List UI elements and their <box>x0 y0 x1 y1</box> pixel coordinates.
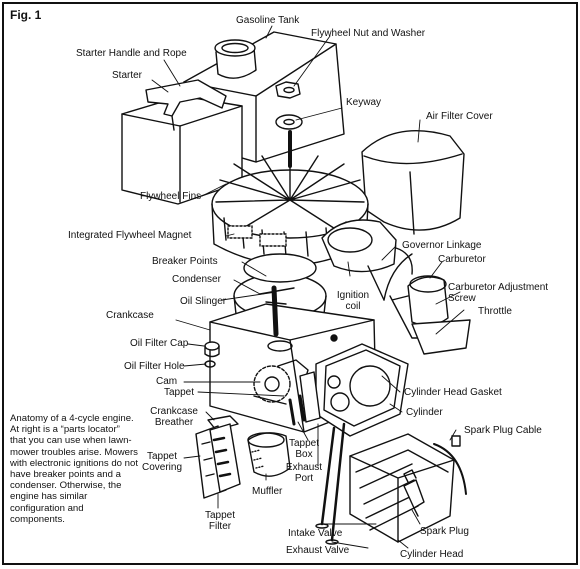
spark-plug-art <box>403 435 467 517</box>
label-starter: Starter <box>112 70 143 81</box>
label-starter-handle-rope: Starter Handle and Rope <box>76 48 187 59</box>
label-oil-filter-cap: Oil Filter Cap <box>130 338 189 349</box>
cylinder-art <box>299 343 409 437</box>
label-carburetor: Carburetor <box>438 254 486 265</box>
label-muffler: Muffler <box>252 486 283 497</box>
label-intake-valve: Intake Valve <box>288 528 343 539</box>
label-throttle: Throttle <box>478 306 512 317</box>
label-condenser: Condenser <box>172 274 221 285</box>
label-cylinder: Cylinder <box>406 407 443 418</box>
label-governor-linkage: Governor Linkage <box>402 240 482 251</box>
label-oil-filter-hole: Oil Filter Hole <box>124 361 185 372</box>
label-spark-plug: Spark Plug <box>420 526 469 537</box>
tappet-covering-art <box>195 423 241 499</box>
leader-lines <box>151 25 465 549</box>
tappets-art <box>253 394 306 426</box>
label-gasoline-tank: Gasoline Tank <box>236 15 300 26</box>
label-ignition-coil: Ignition coil <box>336 290 370 312</box>
label-tappet-covering: Tappet Covering <box>141 451 183 473</box>
label-oil-slinger: Oil Slinger <box>180 296 227 307</box>
muffler-art <box>247 432 291 477</box>
label-tappet-filter: Tappet Filter <box>204 510 236 532</box>
label-cylinder-head: Cylinder Head <box>400 549 464 560</box>
label-crankcase-breather: Crankcase Breather <box>150 406 198 428</box>
label-cam: Cam <box>156 376 178 387</box>
figure-caption: Anatomy of a 4-cycle engine. At right is… <box>10 413 138 525</box>
label-breaker-points: Breaker Points <box>152 256 218 267</box>
label-crankcase: Crankcase <box>106 310 154 321</box>
label-integrated-flywheel-magnet: Integrated Flywheel Magnet <box>68 230 192 241</box>
engine-exploded-diagram <box>121 25 471 549</box>
valves-art <box>315 422 346 545</box>
label-spark-plug-cable: Spark Plug Cable <box>464 425 542 436</box>
flywheel-art <box>211 153 369 266</box>
label-air-filter-cover: Air Filter Cover <box>426 111 493 122</box>
label-cylinder-head-gasket: Cylinder Head Gasket <box>404 387 502 398</box>
label-flywheel-fins: Flywheel Fins <box>140 191 202 202</box>
carburetor-art <box>367 253 471 355</box>
air-filter-cover-art <box>361 130 465 235</box>
label-carburetor-adjustment-screw: Carburetor Adjustment Screw <box>448 282 549 304</box>
label-flywheel-nut-washer: Flywheel Nut and Washer <box>311 28 426 39</box>
label-exhaust-port: Exhaust Port <box>285 462 323 484</box>
cylinder-head-art <box>349 433 455 543</box>
label-exhaust-valve: Exhaust Valve <box>286 545 350 556</box>
label-tappet-box: Tappet Box <box>288 438 320 460</box>
label-tappet: Tappet <box>164 387 195 398</box>
label-keyway: Keyway <box>346 97 382 108</box>
figure-number: Fig. 1 <box>10 8 42 22</box>
